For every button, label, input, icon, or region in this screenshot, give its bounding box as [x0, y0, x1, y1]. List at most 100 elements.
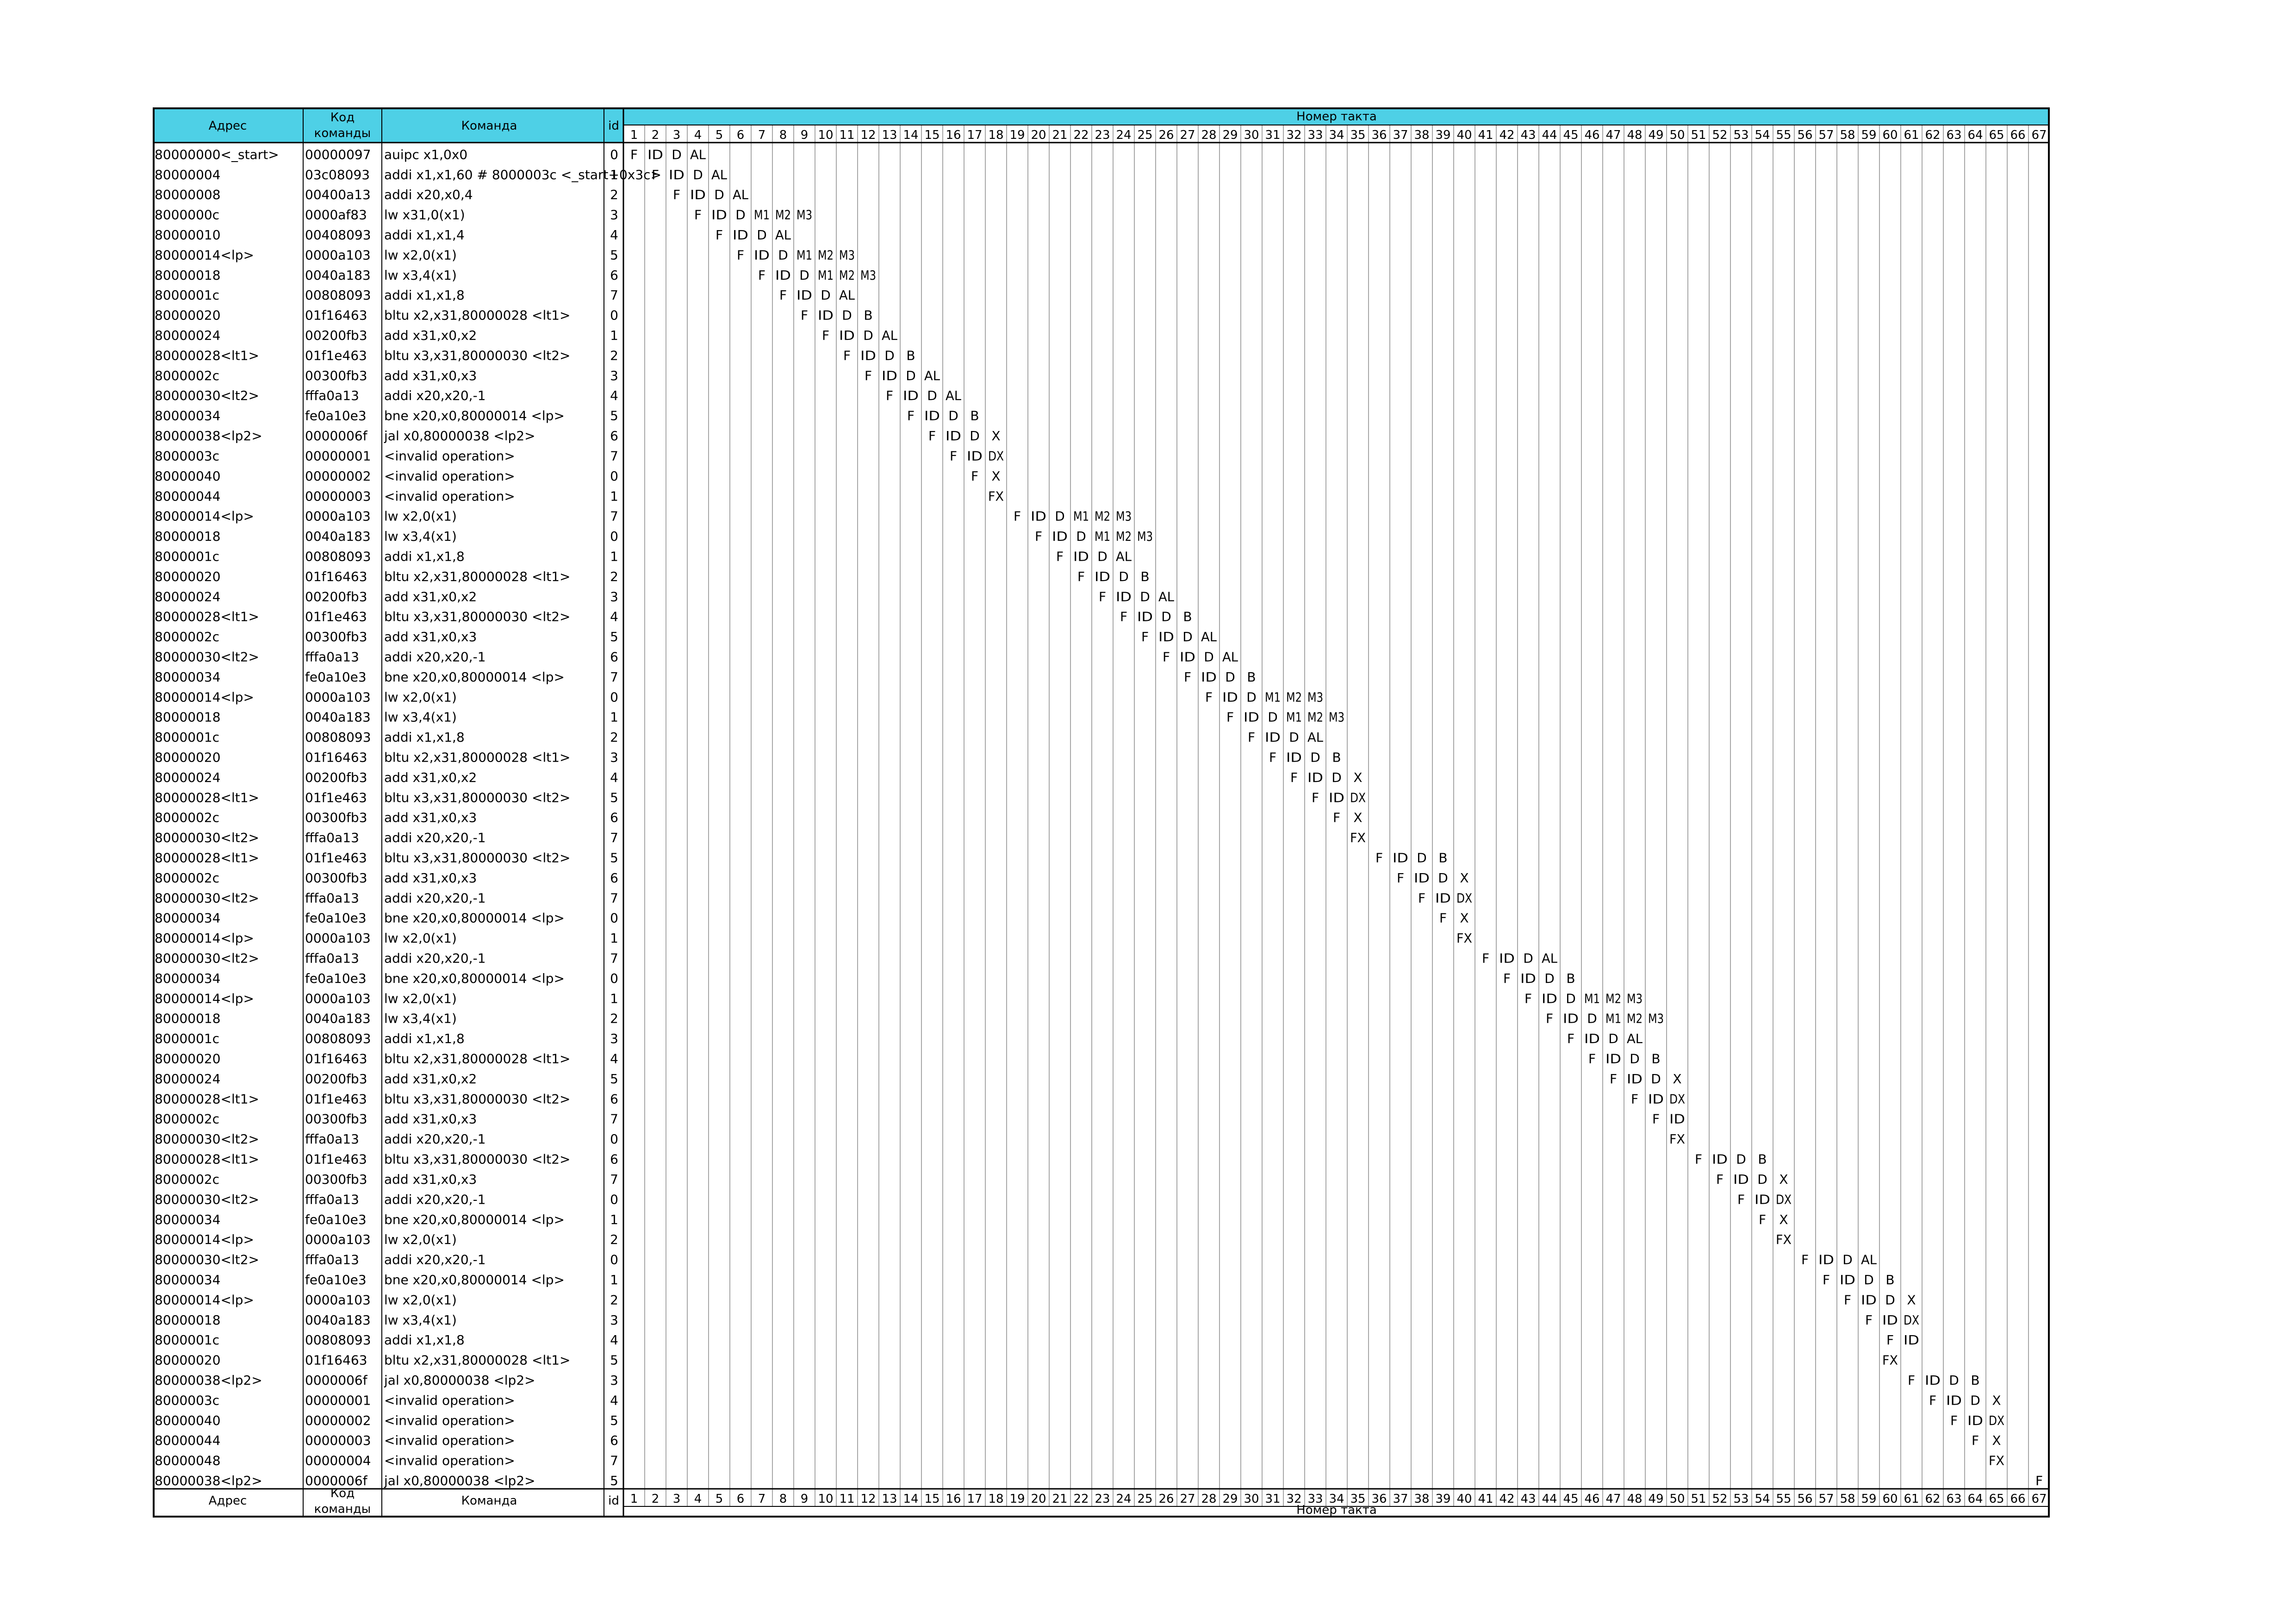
pipeline-stage: F [1950, 1413, 1958, 1428]
row-address: 80000038<lp2> [155, 428, 262, 443]
pipeline-stage: D [672, 147, 682, 162]
pipeline-stage: F [1312, 790, 1319, 805]
row-command: bne x20,x0,80000014 <lp> [384, 971, 565, 986]
pipeline-stage: AL [839, 287, 855, 303]
cycle-number-label: 21 [1052, 128, 1067, 142]
cycle-number-label: 31 [1265, 1492, 1280, 1506]
row-code: fffa0a13 [305, 1131, 359, 1147]
cycle-number-label: 43 [1520, 1492, 1536, 1506]
row-command: <invalid operation> [384, 488, 515, 504]
pipeline-stage: F [1503, 971, 1511, 986]
cycle-number-label: 62 [1925, 1492, 1940, 1506]
pipeline-stage: ID [1542, 991, 1557, 1006]
row-id: 1 [610, 991, 618, 1006]
row-command: bltu x3,x31,80000030 <lt2> [384, 790, 570, 805]
pipeline-stage: F [1397, 870, 1404, 886]
pipeline-stage: D [1161, 609, 1171, 625]
pipeline-stage: ID [1520, 971, 1536, 986]
row-id: 3 [610, 750, 618, 765]
row-command: addi x1,x1,60 # 8000003c <_start+0x3c> [384, 167, 661, 182]
row-address: 80000034 [155, 1272, 221, 1287]
row-address: 80000018 [155, 1011, 221, 1026]
row-id: 6 [610, 870, 618, 886]
row-address: 80000008 [155, 187, 221, 202]
pipeline-stage: D [842, 308, 852, 323]
row-address: 80000018 [155, 710, 221, 725]
pipeline-stage: AL [690, 147, 706, 162]
pipeline-stage: M3 [1648, 1011, 1664, 1026]
row-command: bne x20,x0,80000014 <lp> [384, 1272, 565, 1287]
row-address: 80000020 [155, 750, 221, 765]
cycle-number-label: 65 [1989, 1492, 2004, 1506]
pipeline-stage: F [1375, 850, 1383, 866]
cycle-number-label: 29 [1222, 1492, 1238, 1506]
cycle-number-label: 51 [1691, 1492, 1706, 1506]
pipeline-stage: X [1353, 810, 1362, 825]
pipeline-stage: X [991, 468, 1000, 484]
pipeline-stage: B [864, 308, 872, 323]
row-address: 80000024 [155, 328, 221, 343]
row-code: 00400a13 [305, 187, 371, 202]
header-id: id [608, 119, 619, 133]
cycle-number-label: 56 [1797, 128, 1812, 142]
cycle-number-label: 64 [1967, 128, 1983, 142]
row-code: fffa0a13 [305, 388, 359, 403]
pipeline-stage: D [1289, 730, 1299, 745]
row-id: 2 [610, 1011, 618, 1026]
row-code: 03c08093 [305, 167, 370, 182]
cycle-number-label: 18 [988, 1492, 1003, 1506]
cycle-number-label: 5 [716, 1492, 723, 1506]
pipeline-stage: F [673, 187, 680, 202]
cycle-number-label: 8 [779, 1492, 787, 1506]
pipeline-stage: FX [1669, 1131, 1685, 1147]
pipeline-stage: D [927, 388, 937, 403]
pipeline-stage: ID [1201, 669, 1217, 685]
cycle-number-label: 46 [1584, 1492, 1599, 1506]
pipeline-stage: F [1439, 911, 1447, 926]
row-command: jal x0,80000038 <lp2> [384, 428, 535, 443]
cycle-number-label: 26 [1158, 128, 1174, 142]
pipeline-stage: ID [1733, 1172, 1749, 1187]
cycle-number-label: 37 [1393, 128, 1408, 142]
cycle-number-label: 50 [1669, 128, 1685, 142]
row-code: 0000a103 [305, 991, 371, 1006]
cycle-number-label: 4 [694, 128, 702, 142]
pipeline-stage: M1 [1286, 710, 1302, 725]
pipeline-stage: D [948, 408, 958, 424]
pipeline-stage: AL [1116, 549, 1132, 564]
pipeline-stage: ID [1180, 649, 1195, 664]
row-id: 6 [610, 428, 618, 443]
row-code: 00300fb3 [305, 368, 367, 383]
pipeline-stage: D [1587, 1011, 1597, 1026]
pipeline-stage: D [1651, 1071, 1661, 1087]
pipeline-stage: M1 [1073, 509, 1089, 524]
cycle-number-label: 40 [1456, 128, 1472, 142]
row-command: bltu x3,x31,80000030 <lt2> [384, 348, 570, 363]
cycle-number-label: 45 [1563, 128, 1578, 142]
cycle-number-label: 57 [1818, 1492, 1834, 1506]
row-code: 0000a103 [305, 1232, 371, 1247]
pipeline-stage: D [1864, 1272, 1874, 1287]
row-command: lw x2,0(x1) [384, 991, 457, 1006]
row-id: 4 [610, 1393, 618, 1408]
pipeline-stage: AL [1861, 1252, 1877, 1268]
pipeline-stage: F [779, 287, 787, 303]
cycle-number-label: 54 [1755, 128, 1770, 142]
row-id: 5 [610, 1353, 618, 1368]
pipeline-stage: AL [882, 328, 897, 343]
cycle-number-label: 65 [1989, 128, 2004, 142]
row-address: 80000014<lp> [155, 991, 254, 1006]
pipeline-stage: F [822, 328, 829, 343]
